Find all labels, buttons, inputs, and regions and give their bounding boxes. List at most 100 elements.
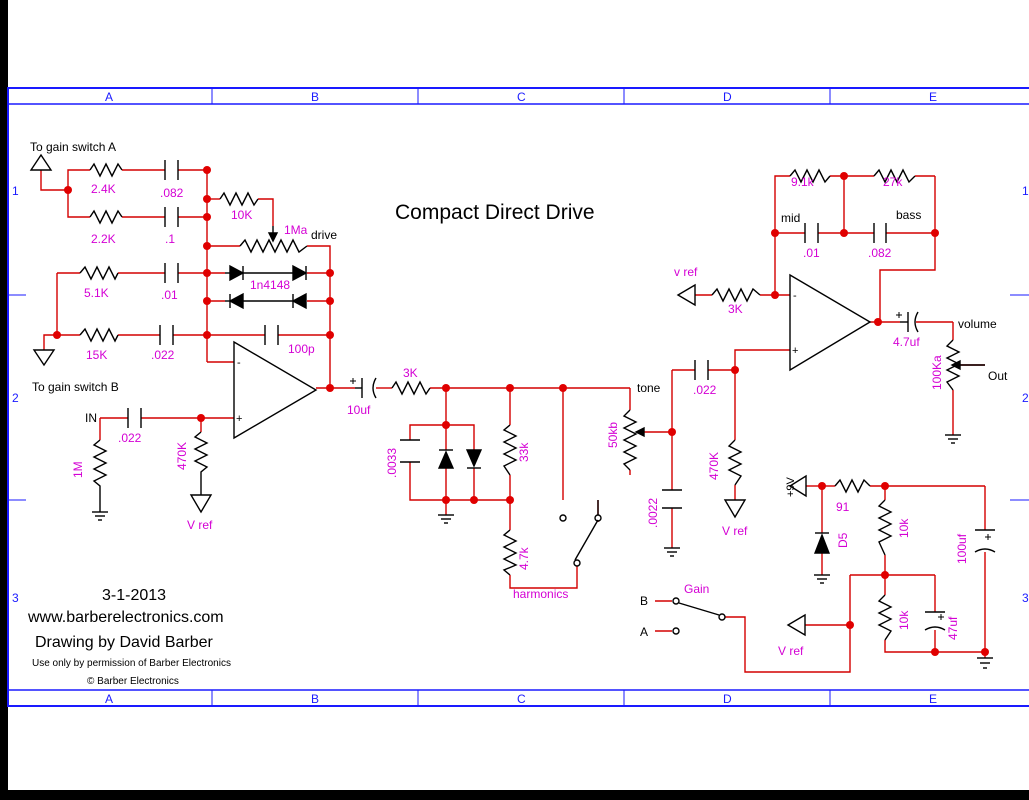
vref-triangle-1 — [189, 494, 213, 514]
ground-clip — [438, 514, 454, 524]
frame-row-labels: 1 2 3 1 2 3 — [12, 184, 1029, 605]
vref-triangle-2 — [723, 499, 747, 519]
credit-date: 3-1-2013 — [102, 587, 166, 604]
left-border-bar — [0, 0, 8, 800]
cap-022-in — [127, 408, 142, 428]
credit-author: Drawing by David Barber — [35, 634, 214, 651]
svg-text:-: - — [793, 290, 797, 302]
value-10k-c: 10k — [897, 610, 911, 630]
resistor-15k — [79, 327, 119, 343]
cap-100uf — [974, 529, 996, 553]
row-label-2: 2 — [12, 391, 19, 405]
cap-022-b — [694, 360, 709, 380]
row-label-1-right: 1 — [1022, 184, 1029, 198]
value-33k: 33k — [517, 442, 531, 462]
value-27k: 27k — [883, 175, 903, 189]
frame-column-labels-top: A B C D E — [105, 90, 937, 104]
resistor-470k-b — [727, 439, 743, 486]
value-3k-b: 3K — [728, 302, 743, 316]
value-0033: .0033 — [385, 448, 399, 478]
reference-triangles — [29, 153, 807, 637]
cap-1 — [164, 207, 179, 227]
gain-b-triangle — [32, 349, 56, 367]
value-10uf: 10uf — [347, 403, 371, 417]
label-harmonics: harmonics — [513, 587, 568, 601]
cap-01-b — [804, 223, 819, 243]
resistor-10k-c — [877, 594, 893, 641]
value-01-b: .01 — [803, 246, 820, 260]
value-470k-b: 470K — [707, 452, 721, 480]
value-5-1k: 5.1K — [84, 286, 109, 300]
cap-100p — [264, 325, 279, 345]
value-3k-a: 3K — [403, 366, 418, 380]
cap-082-a — [164, 160, 179, 180]
cap-082-b — [873, 223, 887, 243]
cap-4-7uf — [900, 311, 919, 333]
pot-1ma-arrow — [267, 232, 279, 243]
value-1: .1 — [165, 232, 175, 246]
ground-power — [977, 657, 993, 669]
credit-permission: Use only by permission of Barber Electro… — [32, 658, 231, 669]
value-1n4148: 1n4148 — [250, 278, 290, 292]
col-label-a-bottom: A — [105, 692, 113, 706]
label-vref-1: V ref — [187, 518, 213, 532]
col-label-b-bottom: B — [311, 692, 319, 706]
value-10k-b: 10k — [897, 518, 911, 538]
value-4-7k: 4.7k — [517, 546, 531, 570]
svg-text:+: + — [792, 345, 798, 357]
col-label-e-bottom: E — [929, 692, 937, 706]
pot-1ma — [239, 238, 308, 254]
label-bass: bass — [896, 208, 921, 222]
col-label-e: E — [929, 90, 937, 104]
value-0022: .0022 — [646, 498, 660, 528]
label-vref-2: V ref — [722, 524, 748, 538]
vref-triangle-4 — [786, 613, 806, 637]
value-50kb: 50kb — [606, 422, 620, 448]
resistor-3k-b — [711, 287, 761, 303]
value-022-a: .022 — [151, 348, 175, 362]
value-100p: 100p — [288, 342, 315, 356]
label-volume: volume — [958, 317, 997, 331]
row-label-3: 3 — [12, 591, 19, 605]
cap-022-a — [159, 325, 174, 345]
label-plus9v: +9V — [785, 476, 797, 497]
value-4-7uf: 4.7uf — [893, 335, 920, 349]
resistor-10k-a — [219, 191, 259, 207]
value-1m: 1M — [71, 461, 85, 478]
resistor-91 — [834, 478, 871, 494]
label-to-gain-b: To gain switch B — [32, 380, 119, 394]
ground-d5 — [814, 574, 830, 584]
ground-tone-cap — [664, 547, 680, 557]
schematic-title: Compact Direct Drive — [395, 201, 595, 224]
cap-0033 — [400, 439, 420, 463]
cap-0022 — [662, 489, 682, 509]
svg-text:+: + — [236, 413, 242, 425]
value-2-2k: 2.2K — [91, 232, 116, 246]
vref-triangle-3 — [676, 283, 696, 307]
col-label-c: C — [517, 90, 526, 104]
components — [79, 160, 996, 641]
diodes — [225, 264, 831, 554]
value-10k-a: 10K — [231, 208, 252, 222]
label-vref-3: V ref — [778, 644, 804, 658]
opamp-1 — [233, 340, 318, 440]
component-values: 2.4K .082 2.2K .1 10K 1Ma 5.1K .01 1n414… — [84, 175, 920, 658]
plus9v-triangle — [788, 474, 807, 498]
col-label-d-bottom: D — [723, 692, 732, 706]
diode-3 — [225, 292, 293, 310]
diode-clip-2 — [465, 449, 483, 469]
cap-47uf — [924, 611, 946, 631]
label-in: IN — [85, 411, 97, 425]
ground-symbols — [92, 434, 993, 669]
row-label-2-right: 2 — [1022, 391, 1029, 405]
frame-column-labels-bottom: A B C D E — [105, 692, 937, 706]
col-label-a: A — [105, 90, 113, 104]
label-switch-a: A — [640, 625, 648, 639]
label-switch-b: B — [640, 594, 648, 608]
black-labels: To gain switch A To gain switch B IN dri… — [30, 140, 1008, 639]
label-vref-top: v ref — [674, 265, 698, 279]
ground-1m — [92, 511, 108, 521]
drawing-frame — [7, 87, 1029, 707]
pot-50kb — [622, 409, 638, 471]
